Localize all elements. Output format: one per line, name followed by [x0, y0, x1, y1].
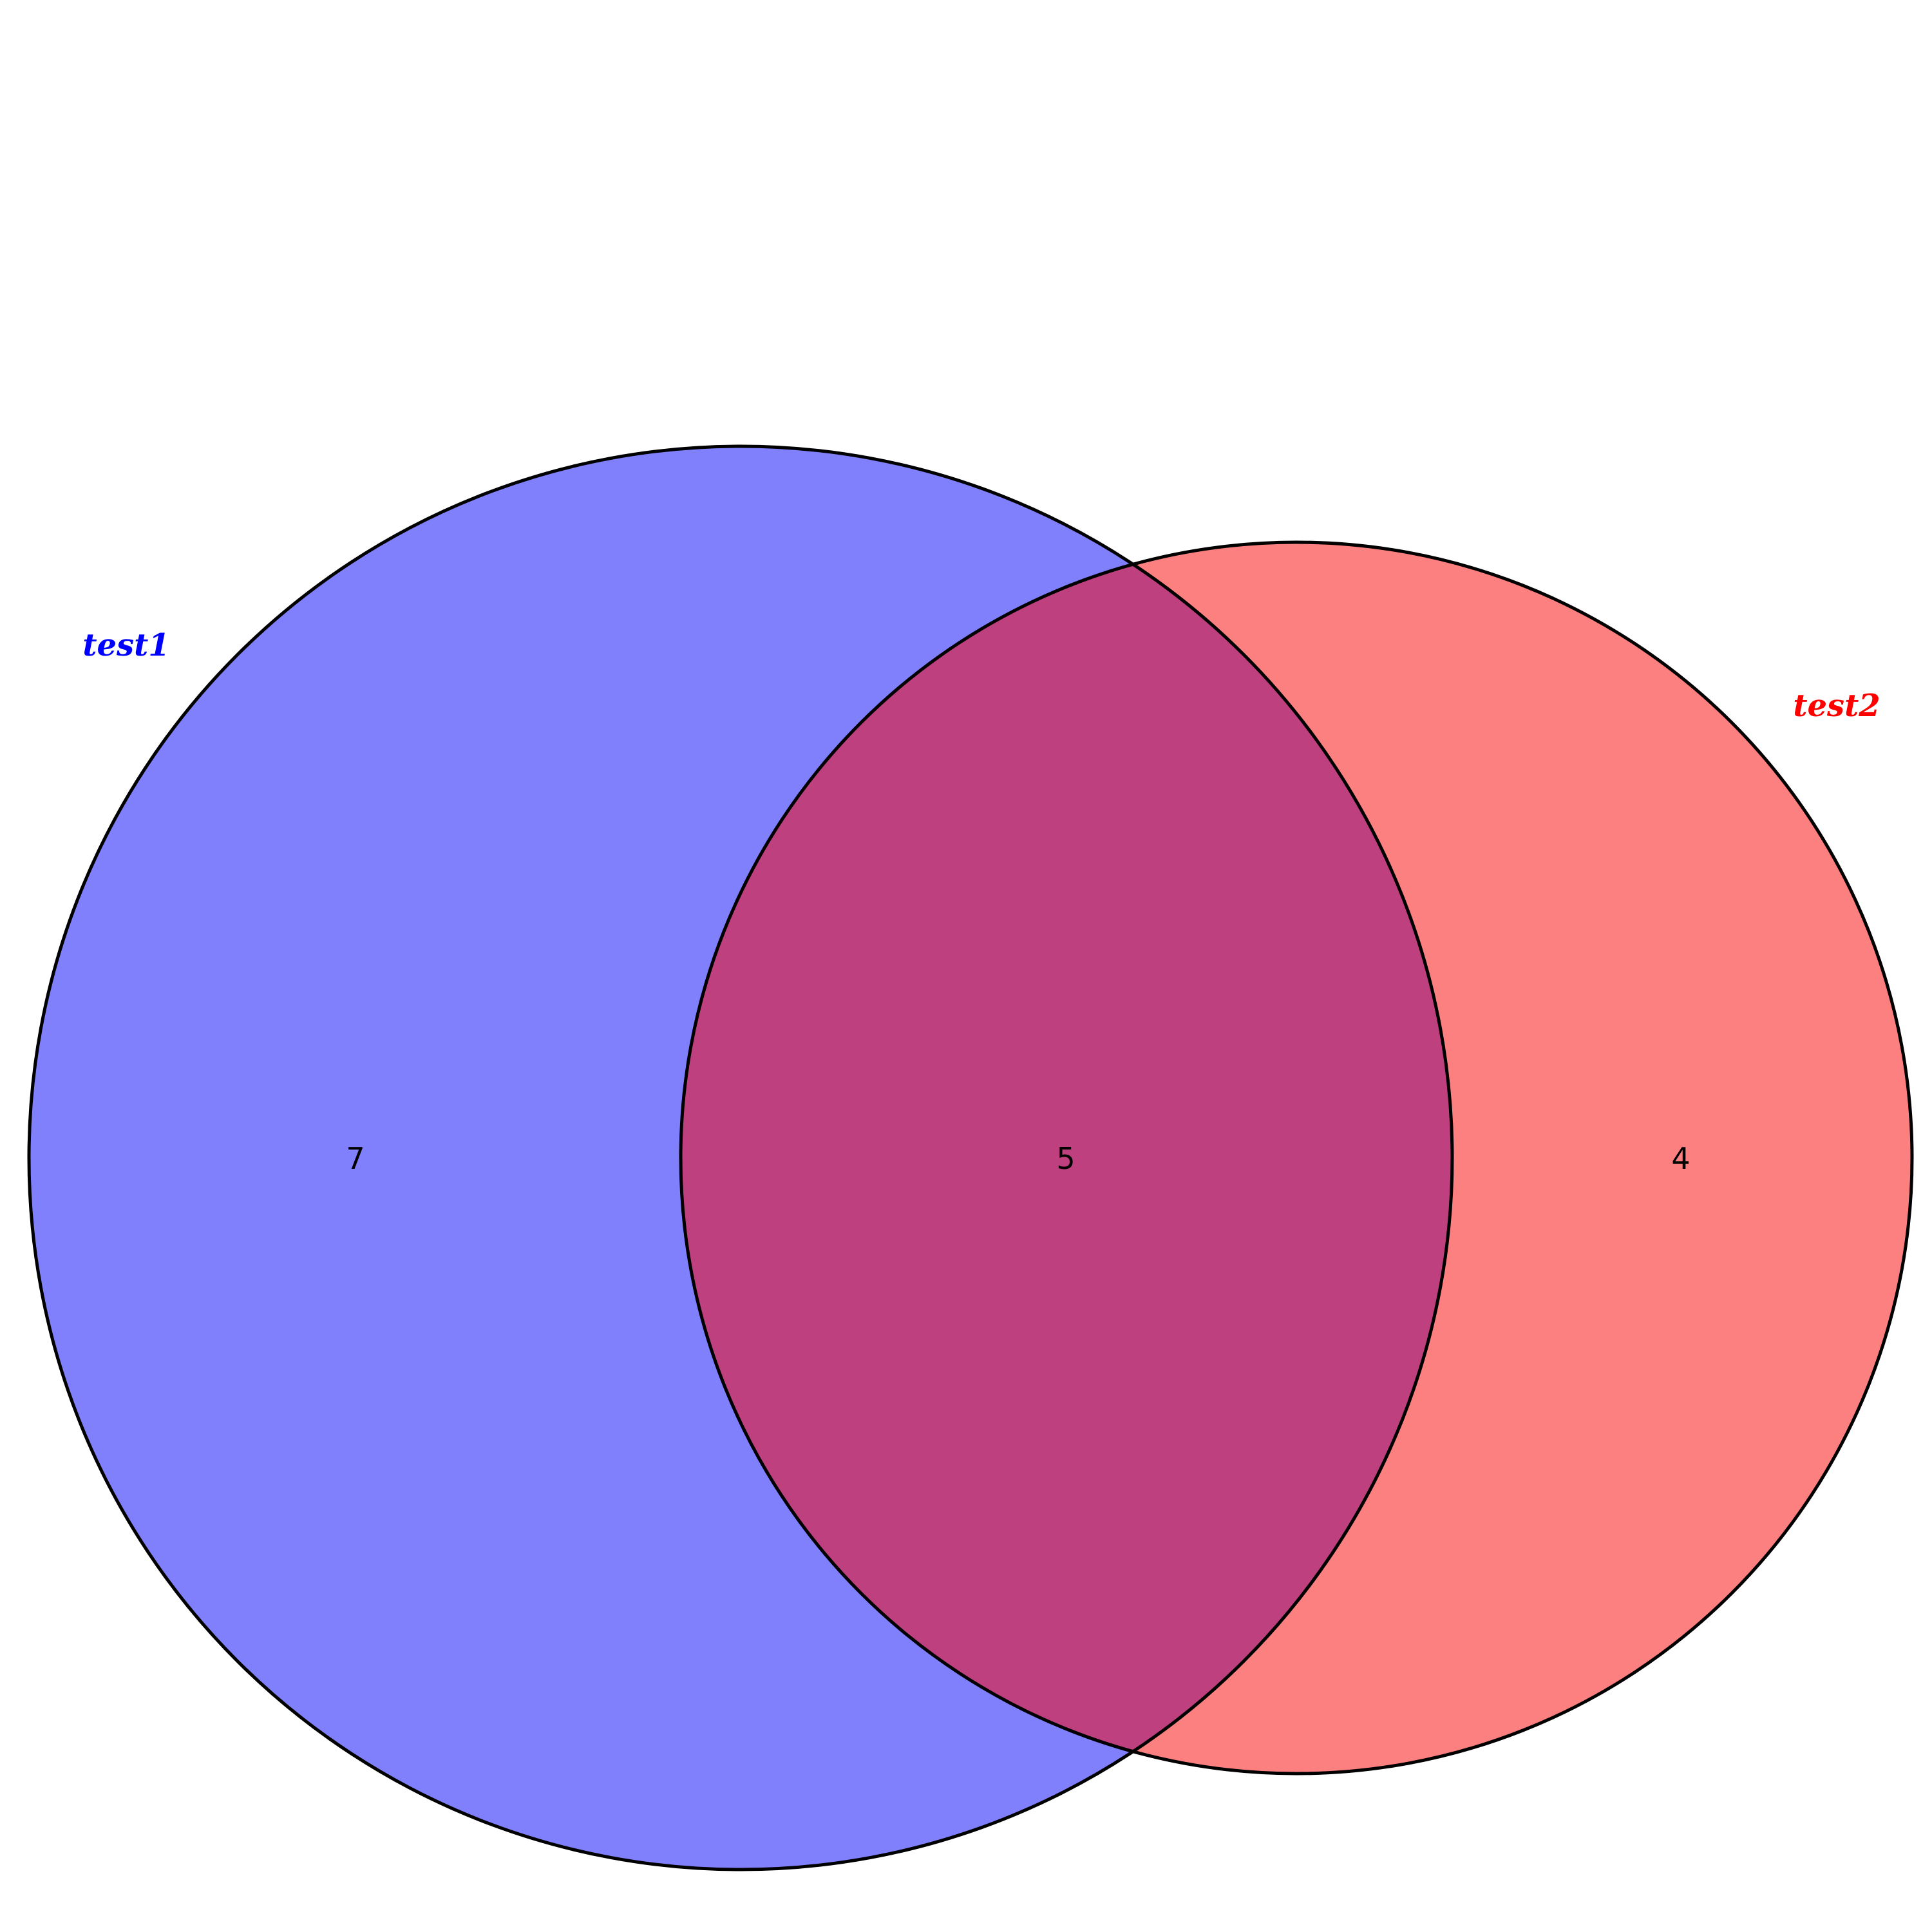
intersection-region: [681, 542, 1452, 1774]
set-label-test2: test2: [1793, 688, 1880, 724]
set-test1-outline: [27, 444, 1454, 1871]
set-test2-outline: [679, 540, 1914, 1776]
count-test2-only: 4: [1671, 1141, 1690, 1176]
count-intersection: 5: [1056, 1141, 1075, 1176]
count-test1-only: 7: [346, 1141, 365, 1176]
set-label-test1: test1: [82, 627, 169, 663]
